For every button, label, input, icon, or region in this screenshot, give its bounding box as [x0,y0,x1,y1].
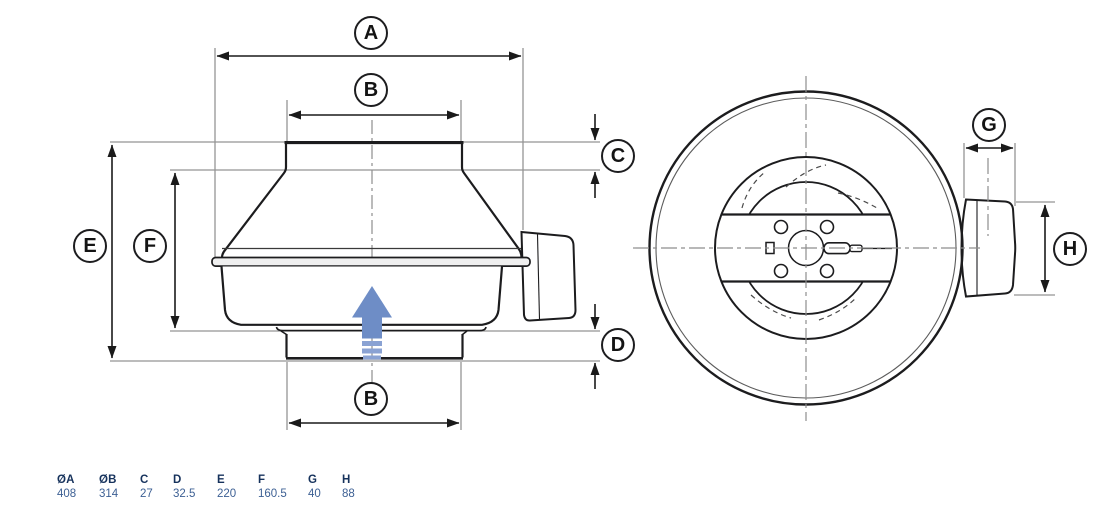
column-header: C [140,474,149,486]
column-header: G [308,474,318,486]
dimension-label-c: C [601,139,635,173]
side-view-fan-body [211,141,531,360]
table-column-e: E 220 [217,474,258,501]
column-header: F [258,474,266,486]
column-header: H [342,474,351,486]
dimension-label-f: F [133,229,167,263]
column-header: ØB [99,474,117,486]
column-value: 160.5 [258,488,287,500]
dimension-label-d: D [601,328,635,362]
column-value: 408 [57,488,77,500]
column-header: E [217,474,225,486]
table-column-c: C 27 [140,474,173,501]
table-column-d: D 32.5 [173,474,217,501]
dimension-label-g: G [972,108,1006,142]
side-view [107,48,600,430]
front-view-centerlines [633,76,989,421]
table-column-f: F 160.5 [258,474,308,501]
dimension-label-b-bottom: B [354,382,388,416]
column-value: 27 [140,488,153,500]
table-column-ob: ØB 314 [99,474,140,501]
column-value: 40 [308,488,321,500]
column-value: 88 [342,488,355,500]
side-view-terminal-box [520,230,577,322]
column-header: D [173,474,182,486]
dimensions-table: ØA 408 ØB 314 C 27 D 32.5 E 220 F 160.5 … [57,474,372,501]
table-column-g: G 40 [308,474,342,501]
table-column-h: H 88 [342,474,372,501]
column-header: ØA [57,474,75,486]
column-value: 220 [217,488,237,500]
front-view [633,76,1055,421]
table-column-oa: ØA 408 [57,474,99,501]
dimension-label-h: H [1053,232,1087,266]
dimension-label-e: E [73,229,107,263]
dimension-label-a: A [354,16,388,50]
column-value: 32.5 [173,488,196,500]
front-view-extension-lines [963,143,1055,296]
front-view-dimension-arrows [965,143,1050,293]
dimension-label-b-top: B [354,73,388,107]
side-view-dimension-arrows [107,51,600,428]
column-value: 314 [99,488,119,500]
airflow-arrow-icon [352,286,392,360]
